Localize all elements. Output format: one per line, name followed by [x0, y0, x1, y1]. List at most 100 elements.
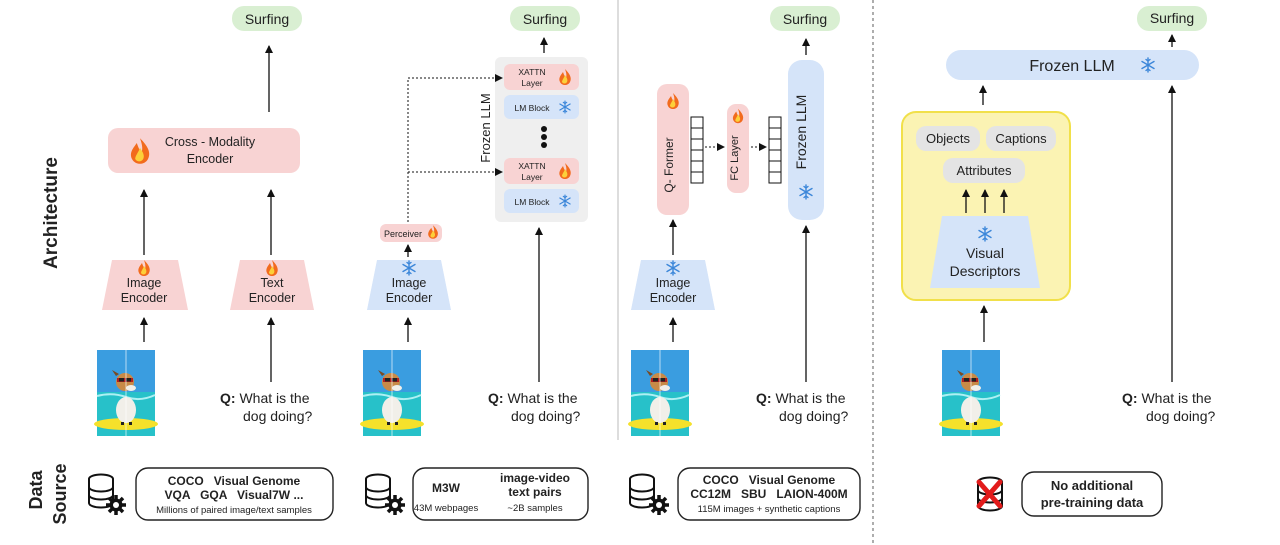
xattn-label-1: XATTN [518, 161, 545, 171]
image-encoder-label-1: Image [656, 276, 691, 290]
frozen-llm [788, 60, 824, 220]
cross-modality-label-2: Encoder [187, 152, 234, 166]
question-line-2: dog doing? [779, 408, 849, 424]
surfing-output-label: Surfing [245, 11, 289, 27]
image-encoder [367, 260, 451, 310]
data-source-note: 115M images + synthetic captions [698, 504, 841, 515]
xattn-layer [504, 158, 579, 184]
data-source-box [1021, 471, 1163, 517]
row-label-data: Data [26, 470, 46, 510]
question-line-2: dog doing? [511, 408, 581, 424]
data-source-line-2: CC12M SBU LAION-400M [690, 487, 847, 501]
image-encoder [631, 260, 715, 310]
text-encoder-label-2: Encoder [249, 291, 296, 305]
ellipsis-dot [541, 126, 547, 132]
question-line-1: Q: What is the [1122, 390, 1212, 406]
dog-surfing-photo [938, 349, 1004, 437]
frozen-llm [946, 50, 1199, 80]
surfing-output [770, 6, 840, 31]
data-source-pairs-2: text pairs [508, 485, 562, 499]
xattn-label-2: Layer [521, 78, 542, 88]
data-source-m3w-note: 43M webpages [414, 503, 479, 514]
query-tokens [690, 116, 704, 184]
lm-block-label: LM Block [515, 103, 551, 113]
image-encoder-label-1: Image [127, 276, 162, 290]
lm-block-label: LM Block [515, 197, 551, 207]
ellipsis-dot [541, 134, 547, 140]
visual-descriptors-module [930, 216, 1040, 288]
text-encoder [230, 260, 314, 310]
frozen-llm-label: Frozen LLM [1029, 58, 1114, 75]
gear-icon [647, 493, 671, 517]
question-line-2: dog doing? [1146, 408, 1216, 424]
panel-4: Surfing Frozen LLM Objects Captions Attr… [901, 6, 1216, 517]
row-label-source: Source [50, 463, 70, 524]
row-label-architecture: Architecture [41, 157, 62, 269]
captions-tag-label: Captions [995, 131, 1047, 146]
question-line-1: Q: What is the [488, 390, 578, 406]
attributes-tag-label: Attributes [957, 163, 1012, 178]
gear-icon [383, 493, 407, 517]
xattn-label-1: XATTN [518, 67, 545, 77]
surfing-output-label: Surfing [523, 11, 567, 27]
data-source-box [677, 467, 861, 521]
data-source-pairs-1: image-video [500, 471, 570, 485]
cross-modality-encoder [108, 128, 300, 173]
data-source-pairs-note: ~2B samples [507, 503, 562, 514]
panel-1: Surfing Cross - Modality Encoder Image E… [88, 6, 334, 521]
perceiver-module [380, 224, 442, 242]
data-source-line-1: COCO Visual Genome [168, 474, 301, 488]
question-line-2: dog doing? [243, 408, 313, 424]
surfing-output [1137, 6, 1207, 31]
database-icon [88, 473, 114, 509]
captions-tag [986, 126, 1056, 151]
visual-descriptors-label-1: Visual [966, 245, 1004, 261]
panel-3: Surfing Q- Former FC Layer Frozen LLM Im… [627, 6, 861, 521]
question-line-1: Q: What is the [756, 390, 846, 406]
dog-surfing-photo [627, 349, 693, 437]
xattn-label-2: Layer [521, 172, 542, 182]
image-encoder [102, 260, 188, 310]
data-source-note: Millions of paired image/text samples [156, 505, 312, 516]
surfing-output [510, 6, 580, 31]
q-former-label: Q- Former [662, 137, 676, 192]
cross-modality-label-1: Cross - Modality [165, 135, 256, 149]
image-encoder-label-2: Encoder [121, 291, 168, 305]
panel-2: Surfing Frozen LLM XATTN Layer LM Block … [359, 6, 589, 521]
database-icon [629, 473, 655, 509]
data-source-box [412, 467, 589, 521]
dog-surfing-photo [359, 349, 425, 437]
data-source-line-2: VQA GQA Visual7W ... [165, 488, 304, 502]
lm-block [504, 95, 579, 119]
lm-block [504, 189, 579, 213]
data-source-line-2: pre-training data [1041, 495, 1144, 510]
q-former [657, 84, 689, 215]
surfing-output-label: Surfing [783, 11, 827, 27]
dog-surfing-photo [93, 349, 159, 437]
data-source-line-1: No additional [1051, 478, 1133, 493]
attributes-tag [943, 158, 1025, 183]
xattn-layer [504, 64, 579, 90]
fc-layer-label: FC Layer [729, 135, 741, 181]
dotted-connector [407, 74, 503, 222]
data-source-m3w: M3W [432, 481, 461, 495]
projected-tokens [768, 116, 782, 184]
fc-layer [727, 104, 749, 193]
frozen-llm-label: Frozen LLM [478, 93, 493, 162]
surfing-output-label: Surfing [1150, 10, 1194, 26]
objects-tag-label: Objects [926, 131, 971, 146]
image-encoder-label-2: Encoder [650, 291, 697, 305]
gear-icon [104, 493, 128, 517]
database-cross-icon [976, 479, 1003, 509]
data-source-line-1: COCO Visual Genome [703, 473, 836, 487]
image-encoder-label-1: Image [392, 276, 427, 290]
ellipsis-dot [541, 142, 547, 148]
visual-descriptors-label-2: Descriptors [950, 263, 1021, 279]
objects-tag [916, 126, 980, 151]
surfing-output [232, 6, 302, 31]
question-line-1: Q: What is the [220, 390, 310, 406]
text-encoder-label-1: Text [261, 276, 284, 290]
image-encoder-label-2: Encoder [386, 291, 433, 305]
database-icon [365, 473, 391, 509]
